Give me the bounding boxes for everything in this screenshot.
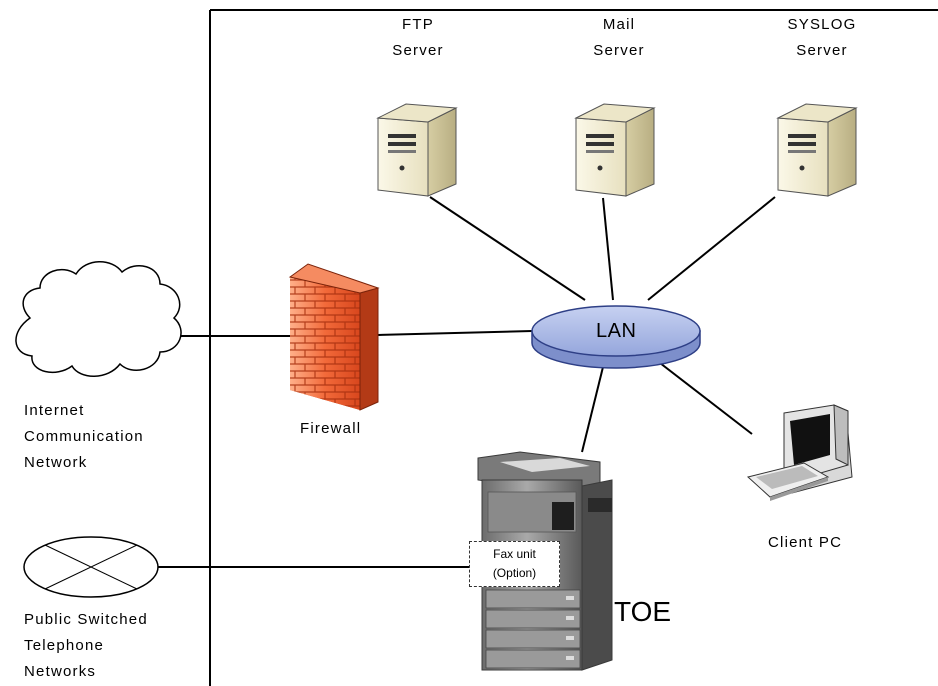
telephone-network-icon bbox=[23, 536, 159, 598]
connection-lines bbox=[158, 196, 776, 568]
internet-label-line2: Communication bbox=[24, 428, 144, 445]
fax-unit-line2: (Option) bbox=[492, 566, 537, 580]
syslog-server-label-line1: SYSLOG bbox=[787, 16, 857, 33]
ftp-server-label: FTP Server bbox=[388, 12, 448, 64]
mail-server-label-line1: Mail bbox=[602, 16, 636, 33]
internet-label-line3: Network bbox=[24, 454, 88, 471]
firewall-label: Firewall bbox=[300, 420, 362, 437]
ftp-server-label-line1: FTP bbox=[402, 16, 434, 33]
mail-server-label-line2: Server bbox=[593, 42, 645, 59]
lan-label: LAN bbox=[596, 320, 637, 342]
client-pc-label: Client PC bbox=[768, 534, 843, 551]
internet-label: Internet Communication Network bbox=[24, 398, 144, 476]
fax-unit-box: Fax unit (Option) bbox=[469, 541, 560, 587]
cloud-icon bbox=[15, 261, 182, 377]
ftp-server-label-line2: Server bbox=[392, 42, 444, 59]
syslog-server-label: SYSLOG Server bbox=[772, 12, 872, 64]
link-mail-lan bbox=[602, 197, 614, 301]
link-lan-clientpc bbox=[659, 362, 753, 435]
pstn-label-line2: Telephone bbox=[24, 637, 105, 654]
link-syslog-lan bbox=[647, 196, 776, 301]
fax-unit-line1: Fax unit bbox=[493, 547, 536, 561]
syslog-server-icon bbox=[776, 103, 858, 197]
lan-disk bbox=[531, 305, 701, 369]
firewall-brick-icon bbox=[288, 263, 380, 411]
ftp-server-icon bbox=[376, 103, 458, 197]
syslog-server-label-line2: Server bbox=[796, 42, 848, 59]
pstn-label: Public Switched Telephone Networks bbox=[24, 607, 148, 685]
desktop-pc-icon bbox=[746, 404, 853, 501]
internet-label-line1: Internet bbox=[24, 402, 85, 419]
pstn-label-line3: Networks bbox=[24, 663, 97, 680]
toe-label: TOE bbox=[614, 596, 672, 627]
mail-server-label: Mail Server bbox=[584, 12, 654, 64]
mail-server-icon bbox=[574, 103, 656, 197]
pstn-label-line1: Public Switched bbox=[24, 611, 148, 628]
link-lan-toe bbox=[581, 366, 604, 453]
link-ftp-lan bbox=[429, 196, 586, 301]
link-firewall-lan bbox=[377, 330, 533, 336]
